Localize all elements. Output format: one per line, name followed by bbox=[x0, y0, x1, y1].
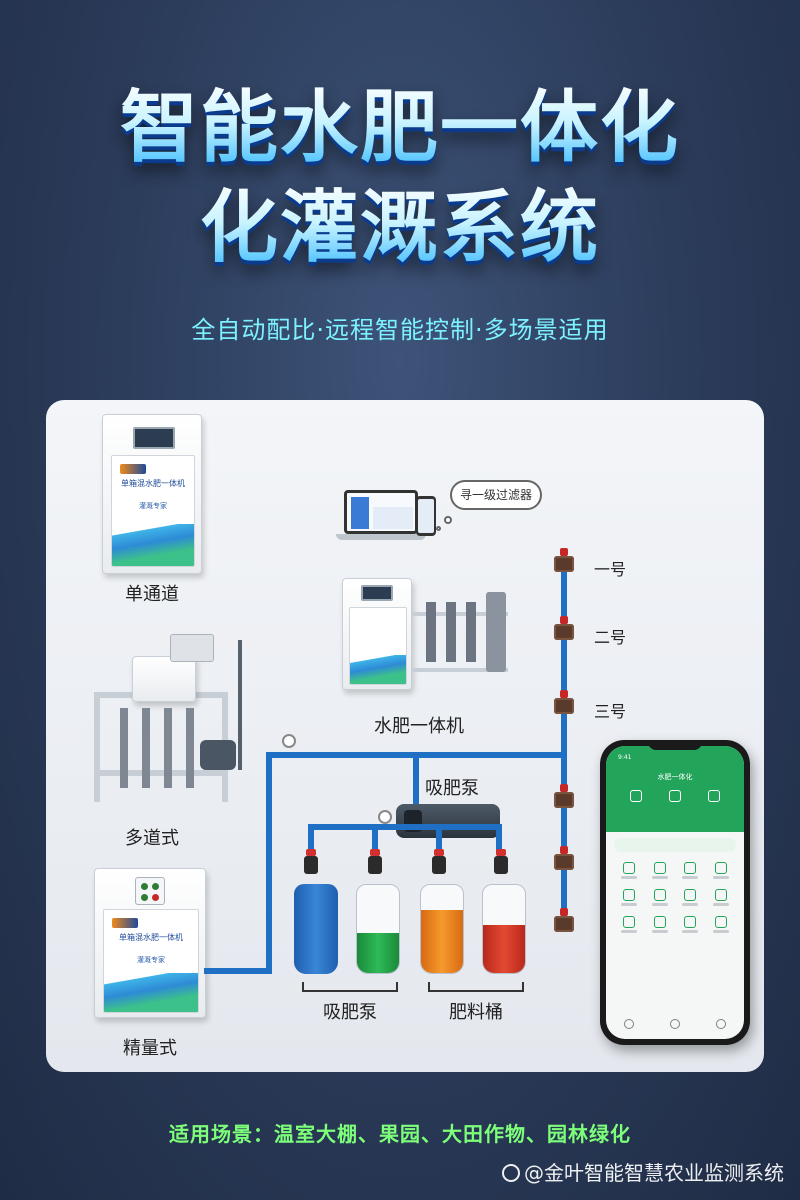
watermark-text: @金叶智能智慧农业监测系统 bbox=[524, 1161, 784, 1185]
laptop-icon bbox=[344, 490, 418, 534]
machine-plate: 单箱混水肥一体机 灌溉专家 bbox=[103, 909, 199, 1013]
single-channel-machine: 单箱混水肥一体机 灌溉专家 bbox=[102, 414, 202, 574]
phone-app-screen: 9:41 水肥一体化 bbox=[606, 746, 744, 1039]
paw-icon bbox=[502, 1164, 520, 1182]
phone-app-title: 水肥一体化 bbox=[657, 773, 693, 781]
zone-valve bbox=[554, 548, 574, 572]
precision-machine: 单箱混水肥一体机 灌溉专家 bbox=[94, 868, 206, 1018]
watermark: @金叶智能智慧农业监测系统 bbox=[502, 1157, 784, 1186]
app-grid-icon bbox=[714, 889, 727, 901]
machine-label-single: 单通道 bbox=[125, 584, 179, 605]
poster-title: 智能水肥一体化 化灌溉系统 bbox=[0, 80, 800, 276]
zone-valve bbox=[554, 690, 574, 714]
app-tab-icon bbox=[629, 790, 642, 802]
app-grid-icon bbox=[623, 916, 636, 928]
system-diagram-panel: 单箱混水肥一体机 灌溉专家 单通道 多道式 单箱混水肥一体机 灌溉专家 bbox=[46, 400, 764, 1072]
app-grid-icon bbox=[653, 862, 666, 874]
zone-valve bbox=[554, 908, 574, 932]
plate-sub: 灌溉专家 bbox=[139, 502, 167, 510]
fertilizer-tank bbox=[356, 884, 400, 974]
app-grid-icon bbox=[714, 862, 727, 874]
center-irrigation-machine bbox=[342, 572, 512, 692]
phone-time: 9:41 bbox=[618, 754, 632, 761]
tank-label-left: 吸肥泵 bbox=[323, 1002, 377, 1023]
center-machine-label: 水肥一体机 bbox=[374, 716, 464, 737]
fertilizer-tank bbox=[420, 884, 464, 974]
application-scenes: 适用场景：温室大棚、果园、大田作物、园林绿化 bbox=[169, 1122, 631, 1146]
pump-label: 吸肥泵 bbox=[425, 778, 479, 799]
app-grid-icon bbox=[714, 916, 727, 928]
user-icon bbox=[716, 1019, 726, 1029]
phone-mockup: 9:41 水肥一体化 bbox=[600, 740, 750, 1045]
app-grid-icon bbox=[684, 862, 697, 874]
app-grid-icon bbox=[653, 889, 666, 901]
valve-label-1: 一号 bbox=[593, 560, 626, 579]
fertilizer-tank bbox=[482, 884, 526, 974]
tank-label-right: 肥料桶 bbox=[449, 1002, 503, 1023]
app-grid-icon bbox=[684, 889, 697, 901]
plate-name: 单箱混水肥一体机 bbox=[119, 933, 183, 942]
app-grid-icon bbox=[653, 916, 666, 928]
fertilizer-tank bbox=[294, 884, 338, 974]
suction-pump bbox=[396, 804, 500, 838]
machine-label-multi: 多道式 bbox=[125, 828, 179, 849]
title-line-2: 化灌溉系统 bbox=[0, 180, 800, 276]
zone-valve bbox=[554, 784, 574, 808]
filter-callout: 寻一级过滤器 bbox=[450, 480, 542, 510]
app-grid-icon bbox=[684, 916, 697, 928]
tablet-icon bbox=[416, 496, 436, 536]
plate-sub: 灌溉专家 bbox=[137, 956, 165, 964]
zone-valve bbox=[554, 616, 574, 640]
list-icon bbox=[670, 1019, 680, 1029]
home-icon bbox=[624, 1019, 634, 1029]
zone-valve bbox=[554, 846, 574, 870]
subtitle: 全自动配比·远程智能控制·多场景适用 bbox=[191, 316, 609, 344]
valve-label-2: 二号 bbox=[593, 628, 626, 647]
plate-name: 单箱混水肥一体机 bbox=[121, 479, 185, 488]
app-grid-icon bbox=[623, 862, 636, 874]
machine-label-precision: 精量式 bbox=[123, 1038, 177, 1059]
title-line-1: 智能水肥一体化 bbox=[0, 80, 800, 176]
machine-plate: 单箱混水肥一体机 灌溉专家 bbox=[111, 455, 195, 567]
app-grid-icon bbox=[623, 889, 636, 901]
app-tab-icon bbox=[708, 790, 721, 802]
multi-channel-machine bbox=[90, 620, 242, 810]
app-tab-icon bbox=[668, 790, 681, 802]
valve-label-3: 三号 bbox=[593, 702, 626, 721]
